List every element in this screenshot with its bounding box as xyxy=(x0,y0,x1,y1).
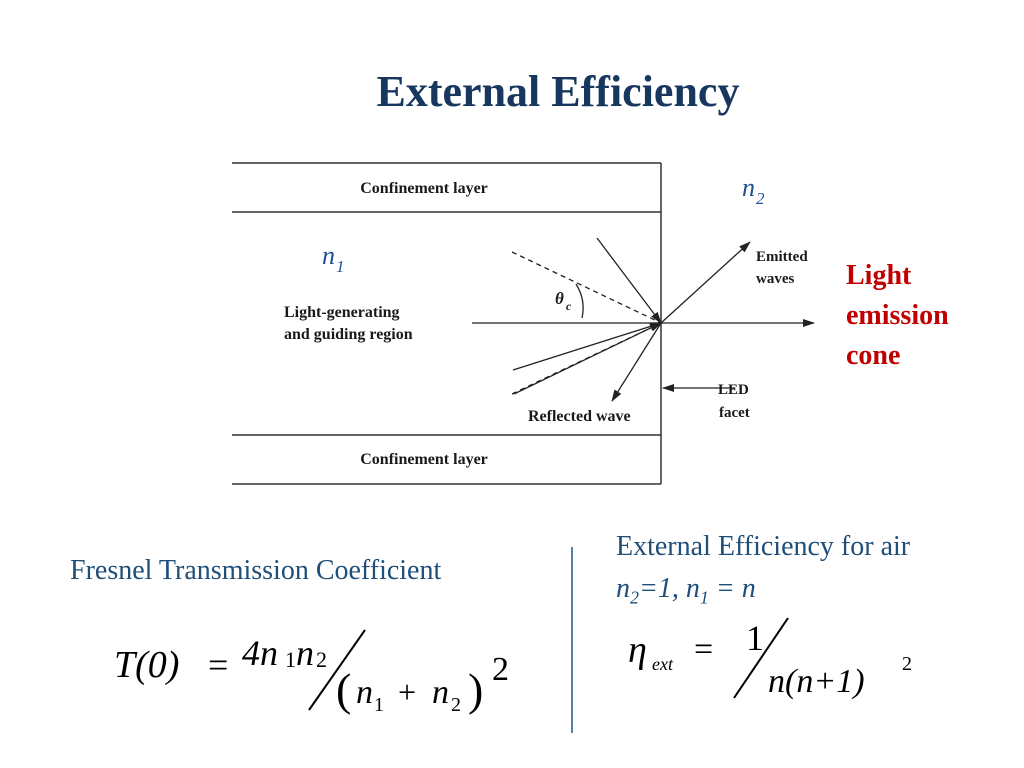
ext-power: 2 xyxy=(902,653,912,675)
confinement-layer-bottom-label: Confinement layer xyxy=(360,451,488,468)
n1-label: n 1 xyxy=(322,241,345,276)
eta-subscript: ext xyxy=(652,654,674,674)
svg-text:θ: θ xyxy=(555,289,564,308)
fresnel-slash xyxy=(308,629,366,711)
fresnel-num-sub2: 2 xyxy=(316,647,327,672)
fresnel-den-open: ( xyxy=(336,664,351,715)
emitted-ray xyxy=(660,241,751,324)
side-label-line3: cone xyxy=(846,340,901,371)
fresnel-den-plus: + xyxy=(398,674,416,710)
critical-angle-ray xyxy=(511,251,662,324)
svg-text:2: 2 xyxy=(756,189,765,208)
external-efficiency-formula: η ext = 1 n(n+1) 2 xyxy=(628,617,912,700)
incident-ray-1 xyxy=(596,237,662,324)
theta-c-label: θ c xyxy=(555,289,572,313)
side-label-line1: Light xyxy=(846,260,912,291)
svg-text:c: c xyxy=(566,299,572,313)
reflected-wave-label: Reflected wave xyxy=(528,408,631,425)
svg-text:n: n xyxy=(322,241,335,270)
n2-label: n 2 xyxy=(742,173,765,208)
fresnel-formula: T(0) = 4n 1 n 2 ( n 1 + n 2 ) 2 xyxy=(114,629,509,716)
fresnel-numerator: 4n xyxy=(242,633,278,673)
fresnel-equals: = xyxy=(208,645,228,685)
slide-title: External Efficiency xyxy=(376,67,740,116)
fresnel-den-close: ) xyxy=(468,664,483,715)
fresnel-lhs: T(0) xyxy=(114,644,179,686)
fresnel-power: 2 xyxy=(492,651,509,688)
light-emission-cone-label: Light emission cone xyxy=(846,256,1016,376)
fresnel-num-sub1: 1 xyxy=(285,647,296,672)
led-facet-label-line1: LED xyxy=(718,382,749,398)
ext-numerator: 1 xyxy=(746,618,764,658)
section-divider xyxy=(571,547,573,733)
side-label-line2: emission xyxy=(846,300,949,331)
incident-ray-3 xyxy=(513,322,662,395)
led-facet-label-line2: facet xyxy=(719,405,750,421)
ext-slash xyxy=(733,617,789,699)
layer-structure xyxy=(232,162,662,485)
fresnel-heading: Fresnel Transmission Coefficient xyxy=(70,555,442,586)
fresnel-den-sub2: 2 xyxy=(451,694,461,716)
eta-symbol: η xyxy=(628,629,647,671)
region-label-line2: and guiding region xyxy=(284,326,413,343)
svg-text:1: 1 xyxy=(336,257,345,276)
reflected-ray xyxy=(611,322,662,402)
fresnel-num-n2: n xyxy=(296,633,314,673)
external-efficiency-condition: n2=1, n1 = n xyxy=(616,573,756,608)
emitted-label-line1: Emitted xyxy=(756,249,808,265)
emitted-label-line2: waves xyxy=(756,271,794,287)
fresnel-den-sub1: 1 xyxy=(374,694,384,716)
svg-text:n: n xyxy=(742,173,755,202)
confinement-layer-top-label: Confinement layer xyxy=(360,180,488,197)
ext-equals: = xyxy=(694,631,713,668)
theta-arc xyxy=(575,283,584,319)
ext-denominator: n(n+1) xyxy=(768,663,865,700)
fresnel-den-n2: n xyxy=(432,674,449,711)
incident-ray-2 xyxy=(512,322,662,371)
external-efficiency-heading: External Efficiency for air xyxy=(616,531,911,562)
ray-paths xyxy=(472,237,815,402)
fresnel-den-n1: n xyxy=(356,674,373,711)
region-label-line1: Light-generating xyxy=(284,304,400,321)
